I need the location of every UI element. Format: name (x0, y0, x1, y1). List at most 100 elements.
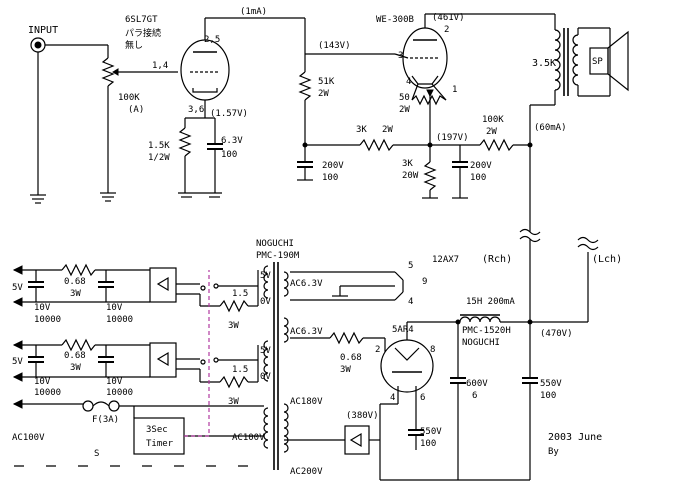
output-transformer (529, 14, 611, 145)
c-550v-a: 550V (540, 379, 562, 389)
r-15-b-watt: 3W (228, 397, 239, 407)
c-550v-b: 550V (420, 427, 442, 437)
pin-2: 2 (444, 25, 449, 35)
choke-spec: 15H 200mA (466, 297, 515, 307)
pin-5ar4-8: 8 (430, 345, 435, 355)
c-600v: 600V (466, 379, 488, 389)
rectifier-5ar4 (290, 321, 434, 404)
r-3k-b: 3K (402, 159, 413, 169)
pin-5ar4-2: 2 (375, 345, 380, 355)
c-10v-a1: 10V (34, 303, 51, 313)
tube-6sl7 (180, 39, 230, 101)
choke-filter (380, 314, 538, 481)
voltage-470: (470V) (540, 329, 573, 339)
ac180v: AC180V (290, 397, 323, 407)
r-51k: 51K (318, 77, 335, 87)
fuse-label: F(3A) (92, 415, 119, 425)
c-10v-b2: 10V (106, 377, 123, 387)
tube-we300b (394, 13, 555, 89)
timer-line2: Timer (146, 439, 174, 449)
current-60ma: (60mA) (534, 123, 567, 133)
volume-value: 100K (118, 93, 140, 103)
c-10000-a1: 10000 (34, 315, 61, 325)
heater-12ax7-feed (290, 271, 404, 301)
by-label: By (548, 447, 559, 457)
volume-pot (100, 45, 178, 202)
cathode-network-300b (422, 144, 468, 199)
c-200v-b: 200V (470, 161, 492, 171)
v-5v-a: 5V (260, 271, 271, 281)
voltage-461: (461V) (432, 13, 465, 23)
heater-supply-b (12, 338, 259, 389)
c-200v-a: 200V (322, 161, 344, 171)
c-6: 6 (472, 391, 477, 401)
out-5v-a: 5V (12, 283, 23, 293)
bias-bridge (284, 403, 424, 480)
r-100k-bleeder (460, 138, 533, 152)
voltage-157: (1.57V) (210, 109, 248, 119)
pin-5ar4-4: 4 (390, 393, 395, 403)
r-068-b: 0.68 (64, 351, 86, 361)
hum-balance-pot (411, 83, 447, 148)
speaker-icon (589, 30, 629, 92)
c-100d: 100 (540, 391, 556, 401)
c-10v-b1: 10V (34, 377, 51, 387)
r-50-watt: 2W (399, 105, 410, 115)
noguchi-a: NOGUCHI (256, 239, 294, 249)
voltage-380: (380V) (346, 411, 379, 421)
voltage-143: (143V) (318, 41, 351, 51)
r-100k: 100K (482, 115, 504, 125)
rch-label: (Rch) (482, 254, 512, 265)
pin-3: 3 (398, 51, 403, 61)
ac63-a: AC6.3V (290, 279, 323, 289)
ac200v: AC200V (290, 467, 323, 477)
c-10000-b2: 10000 (106, 388, 133, 398)
tube-we300b-label: WE-300B (376, 15, 414, 25)
c-10v-a2: 10V (106, 303, 123, 313)
pins-4: 4 (408, 297, 413, 307)
xfmr-impedance: 3.5K (532, 58, 556, 69)
timer-line1: 3Sec (146, 425, 168, 435)
r-15k-watt: 1/2W (148, 153, 170, 163)
pmc-1520h: PMC-1520H (462, 326, 511, 336)
power-transformer (263, 262, 289, 470)
plate-wire-6sl7 (204, 17, 306, 54)
tube-12ax7: 12AX7 (432, 255, 459, 265)
ac63-b: AC6.3V (290, 327, 323, 337)
pin-14: 1,4 (152, 61, 168, 71)
v-0v-b: 0V (260, 372, 271, 382)
r-51k-watt: 2W (318, 89, 329, 99)
pin-1: 1 (452, 85, 457, 95)
pins-5: 5 (408, 261, 413, 271)
r-15k: 1.5K (148, 141, 170, 151)
r-068-a-watt: 3W (70, 289, 81, 299)
v-0v-a: 0V (260, 297, 271, 307)
volume-note: (A) (128, 105, 144, 115)
tube-6sl7-label: 6SL7GT (125, 15, 158, 25)
input-jack (30, 37, 108, 204)
switch-s: S (94, 449, 99, 459)
r-15-a: 1.5 (232, 289, 248, 299)
c-100c: 100 (470, 173, 486, 183)
tube-6sl7-note1: パラ接続 (125, 27, 161, 39)
r-068-b-watt: 3W (70, 363, 81, 373)
pin-25: 2,5 (204, 35, 220, 45)
b-plus-rail (519, 145, 599, 325)
date-label: 2003 June (548, 432, 602, 443)
c-100e: 100 (420, 439, 436, 449)
plate-load-51k (297, 53, 395, 181)
mains-input (12, 399, 264, 467)
r-15-b: 1.5 (232, 365, 248, 375)
ac100v-in: AC100V (12, 433, 45, 443)
r-100k-watt: 2W (486, 127, 497, 137)
pins-9: 9 (422, 277, 427, 287)
input-label: INPUT (28, 25, 58, 36)
c-10000-b1: 10000 (34, 388, 61, 398)
r-3k-b-watt: 20W (402, 171, 419, 181)
pmc-190m: PMC-190M (256, 251, 300, 261)
r-068-c: 0.68 (340, 353, 362, 363)
r-3k-a: 3K (356, 125, 367, 135)
lch-label: (Lch) (592, 254, 622, 265)
heater-supply-a (12, 263, 259, 313)
